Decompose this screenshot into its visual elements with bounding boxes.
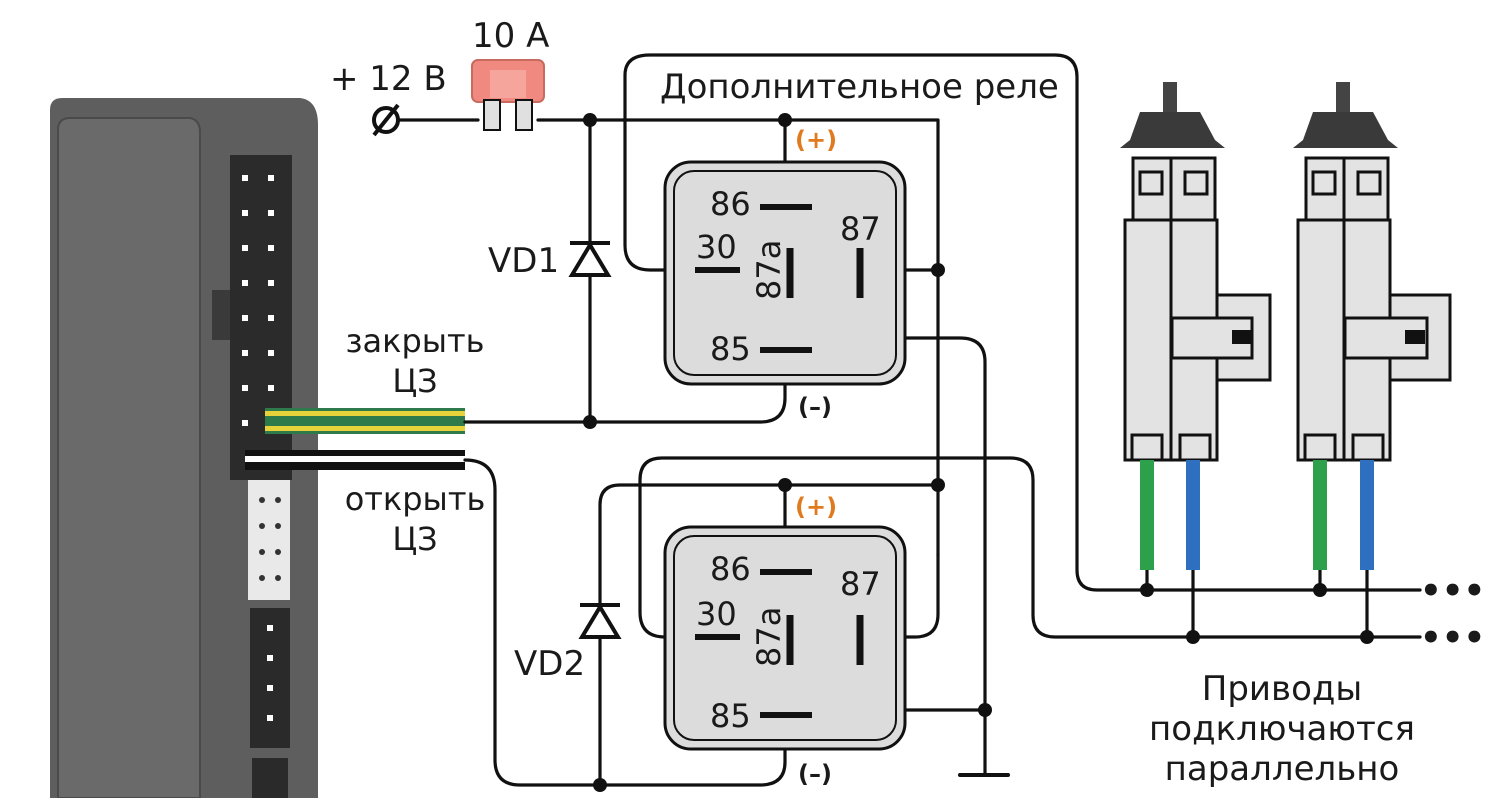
junction-dots <box>583 113 1374 792</box>
relay1-pin86: 86 <box>710 185 751 223</box>
bus-continuation-2: ••• <box>1420 618 1485 658</box>
diode-vd2-icon <box>578 603 622 639</box>
alarm-control-unit <box>50 98 318 798</box>
diode-vd1-icon <box>568 241 612 277</box>
close-wire-label-line2: ЦЗ <box>392 362 437 400</box>
relay2-pin87: 87 <box>840 565 881 603</box>
relay-2 <box>663 525 907 751</box>
relay1-minus-label: (–) <box>798 393 832 421</box>
relay2-pin87a: 87а <box>750 607 788 667</box>
open-wire-label-line2: ЦЗ <box>392 520 437 558</box>
relay-1 <box>663 160 907 386</box>
fuse-label: 10 А <box>472 16 549 56</box>
actuator-1 <box>1120 82 1272 570</box>
bus-continuation-1: ••• <box>1420 571 1485 611</box>
fuse-icon <box>471 59 545 131</box>
actuators-note-line2: подключаются <box>1149 709 1415 749</box>
diode-vd2-label: VD2 <box>514 644 585 684</box>
supply-label: + 12 В <box>330 59 447 99</box>
relay2-plus-label: (+) <box>795 493 837 521</box>
relay1-pin85: 85 <box>710 330 751 368</box>
actuators-note-line1: Приводы <box>1202 669 1362 709</box>
relay-title: Дополнительное реле <box>660 67 1059 107</box>
relay2-minus-label: (–) <box>798 760 832 788</box>
relay2-pin86: 86 <box>710 550 751 588</box>
relay1-pin30: 30 <box>696 228 737 266</box>
open-lock-wire <box>245 450 465 470</box>
relay2-pin85: 85 <box>710 697 751 735</box>
close-lock-wire <box>265 408 465 434</box>
diode-vd1-label: VD1 <box>488 241 559 281</box>
connector-bottom <box>250 608 290 748</box>
open-wire-label-line1: открыть <box>345 480 486 518</box>
actuators-note-line3: параллельно <box>1165 749 1400 789</box>
connector-white <box>248 480 290 600</box>
relay1-plus-label: (+) <box>795 126 837 154</box>
circuit-wires <box>390 53 1422 787</box>
relay1-pin87: 87 <box>840 210 881 248</box>
relay1-pin87a: 87а <box>750 240 788 300</box>
relay2-pin30: 30 <box>696 595 737 633</box>
supply-terminal-icon <box>372 103 400 137</box>
close-wire-label-line1: закрыть <box>345 322 484 360</box>
actuator-2 <box>1293 82 1452 570</box>
